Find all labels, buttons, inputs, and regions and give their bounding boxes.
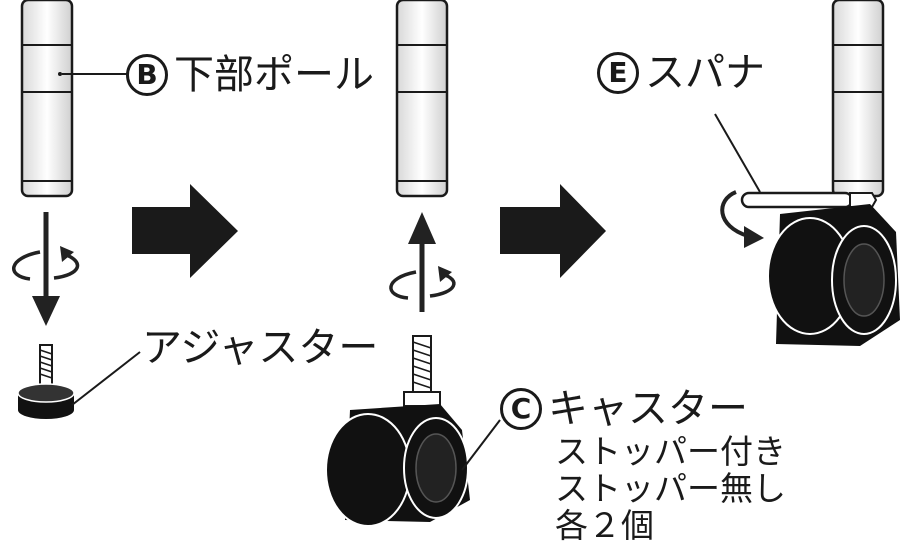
spanner-text: スパナ (645, 50, 765, 96)
lower-pole-step3 (831, 0, 885, 198)
b-badge: B (126, 54, 168, 96)
e-badge: E (597, 52, 639, 94)
rotate-down-arrow-icon (12, 212, 80, 326)
adjuster-label: アジャスター (142, 325, 379, 371)
caster-leader-line (461, 419, 501, 471)
step-arrow-1-icon (132, 184, 238, 278)
lower-pole-step1 (20, 0, 74, 198)
each-two-text: 各２個 (555, 506, 654, 545)
step-arrow-2-icon (500, 184, 606, 278)
lower-pole-text: 下部ポール (174, 52, 374, 98)
without-stopper-text: ストッパー無し (555, 469, 786, 508)
c-badge: C (500, 388, 542, 430)
spanner-leader-line (714, 113, 761, 193)
caster-label: C キャスター (500, 388, 748, 430)
adjuster-leader-line (71, 351, 141, 406)
rotate-spanner-arrow-icon (720, 190, 764, 248)
installed-caster-icon (767, 204, 900, 346)
caster-wheel-icon (325, 335, 470, 527)
spanner-label: E スパナ (597, 52, 765, 94)
adjuster-foot-icon (17, 344, 75, 419)
spanner-tool-icon (740, 191, 878, 209)
lower-pole-label: B 下部ポール (126, 54, 374, 96)
caster-text: キャスター (548, 386, 748, 432)
rotate-up-arrow-icon (389, 212, 456, 312)
with-stopper-text: ストッパー付き (555, 432, 786, 471)
lower-pole-step2 (395, 0, 449, 198)
